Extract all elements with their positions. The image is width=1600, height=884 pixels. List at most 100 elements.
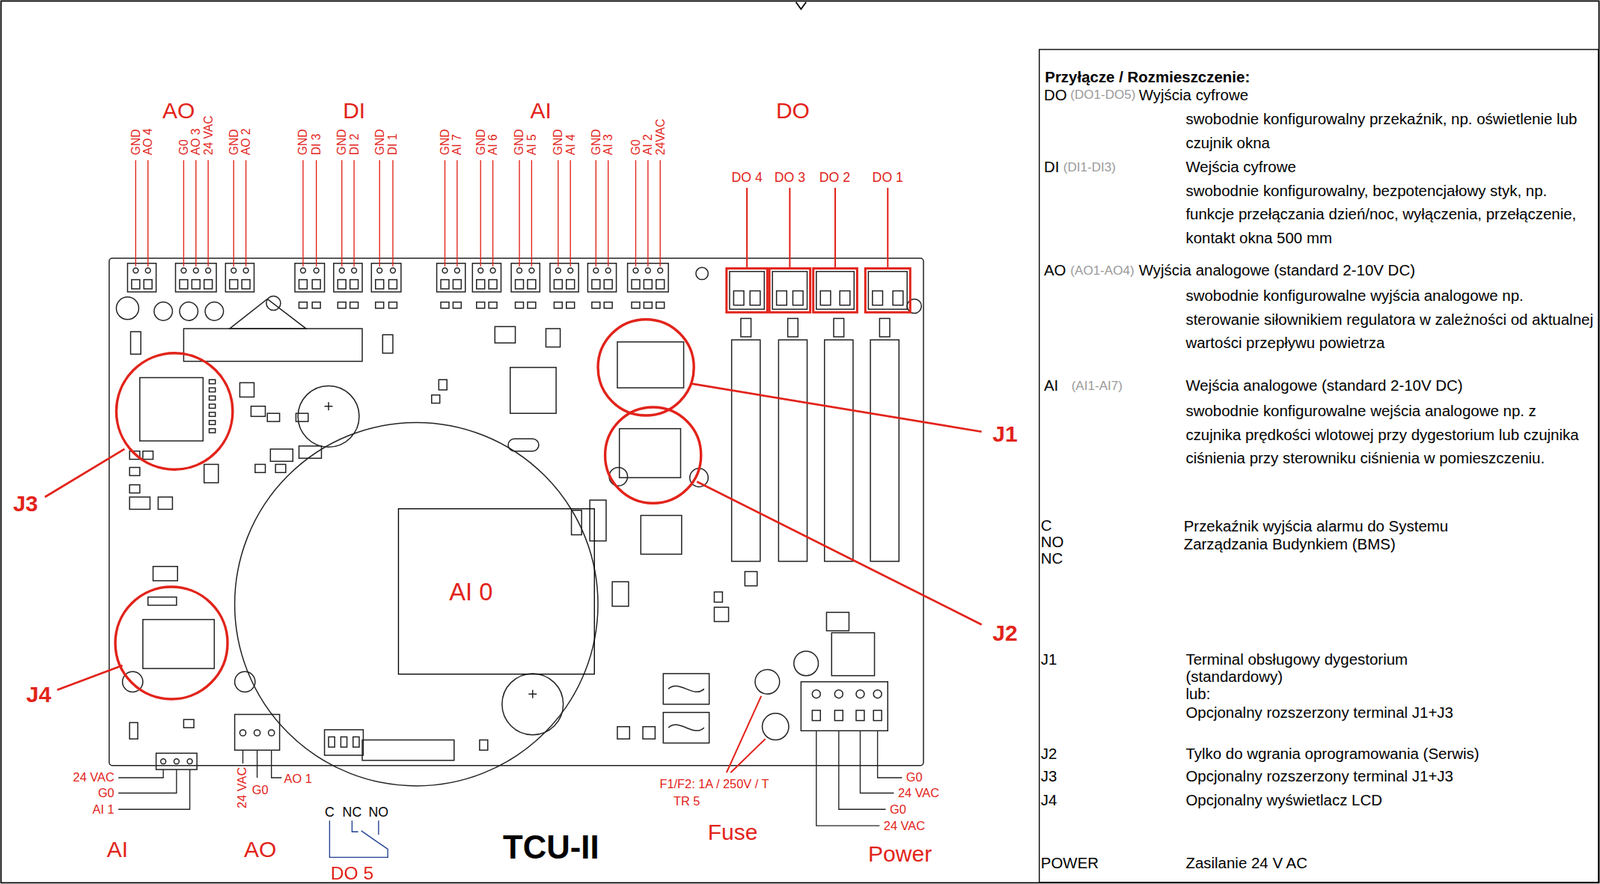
pin-wire [877,730,903,778]
legend-key: J4 [1040,790,1058,808]
pin-label: G0 [177,139,190,155]
smd-part [640,515,682,555]
terminal-screw [873,689,882,699]
leader-line [56,665,122,690]
group-label: AI [529,95,551,125]
terminal-pin [643,279,652,289]
terminal-pin [375,279,384,289]
terminal-screw [529,267,535,274]
legend-text: (standardowy) [1185,666,1283,685]
highlight-circle [115,353,232,470]
smd-part [275,463,286,473]
smd-part [656,302,665,309]
terminal-pin [856,710,865,721]
chip-j2 [619,428,682,478]
round-part [609,466,628,486]
group-label: DO 5 [330,861,374,884]
terminal-screw [834,689,843,699]
round-part [115,297,139,320]
smd-part [382,334,393,354]
terminal-screw [633,267,639,274]
smd-part [642,726,655,739]
terminal-pin [173,758,179,765]
contact-label: C [324,802,335,820]
pin-label: 24 VAC [883,817,925,834]
callout-label: J3 [12,487,38,518]
round-part [179,302,199,322]
terminal-pin [476,279,485,289]
terminal-block [729,271,765,310]
legend-key: AI [1043,375,1059,396]
callout-tick [886,187,889,268]
terminal-block [627,263,670,292]
legend-key: DI [1043,156,1059,177]
pin-wire [147,160,149,267]
pin-label: GND [552,128,565,155]
terminal-screw [490,267,496,274]
highlight-box [726,268,768,313]
pin-wire [207,160,209,267]
terminal-screw [442,267,448,274]
terminal-pin [160,758,167,765]
pin-wire [245,160,247,267]
legend-text: swobodnie konfigurowalne wejścia analogo… [1185,398,1594,469]
panel-heading: Przyłącze / Rozmieszczenie: [1044,67,1250,88]
smd-part [545,328,560,348]
terminal-pin [312,279,321,289]
pin-wire [118,769,177,793]
smd-part [566,302,575,309]
terminal-block [550,263,579,292]
pin-wire [353,160,354,267]
callout-tick [788,187,791,268]
pin-label: AO 3 [190,128,203,156]
pin-wire [315,160,317,267]
smd-part [589,499,607,542]
highlight-box [865,268,911,313]
smd-part [129,466,140,476]
terminal-label: DO 4 [731,167,762,185]
ai0-block: AI 0 [398,508,595,675]
highlight-circle [597,319,694,416]
pin-wire [647,160,649,267]
pin-wire [607,160,609,267]
chip-j4 [142,619,215,669]
group-label: AI [107,834,128,865]
terminal-block [225,263,254,292]
smd-part [740,318,752,337]
fuse-rating: F1/F2: 1A / 250V / T [659,775,769,792]
pin-wire [859,730,894,793]
capacitor [297,385,360,447]
terminal-pin [187,758,193,765]
smd-part [255,463,266,473]
pin-label: DI 3 [310,133,323,155]
smd-part [350,302,359,309]
terminal-block [156,752,198,770]
round-part [266,295,281,310]
chip-pin [209,428,216,433]
pin-wire [195,160,197,267]
smd-part [744,571,757,586]
smd-part [337,302,346,309]
pin-wire [492,160,494,267]
chip-j3 [139,377,204,442]
pin-label: AI 2 [642,133,655,155]
relay [824,339,854,562]
pin-wire [557,160,559,267]
terminal-label: DO 3 [774,167,806,185]
terminal-pin [241,279,250,289]
callout-label: J2 [992,618,1018,649]
terminal-pin [591,279,601,289]
legend-key: POWER [1040,853,1099,872]
leader-line [726,695,762,773]
smd-part [452,302,461,309]
terminal-screw [568,267,574,274]
legend-text: Zasilanie 24 V AC [1185,853,1308,872]
terminal-screw [339,267,345,274]
board [109,258,924,786]
legend-text: Terminal obsługowy dygestorium [1185,649,1408,667]
pin-wire [341,160,343,267]
chip-pin [209,420,216,425]
smd-part [631,302,640,309]
smd-part [142,451,154,460]
crystal [508,438,539,451]
